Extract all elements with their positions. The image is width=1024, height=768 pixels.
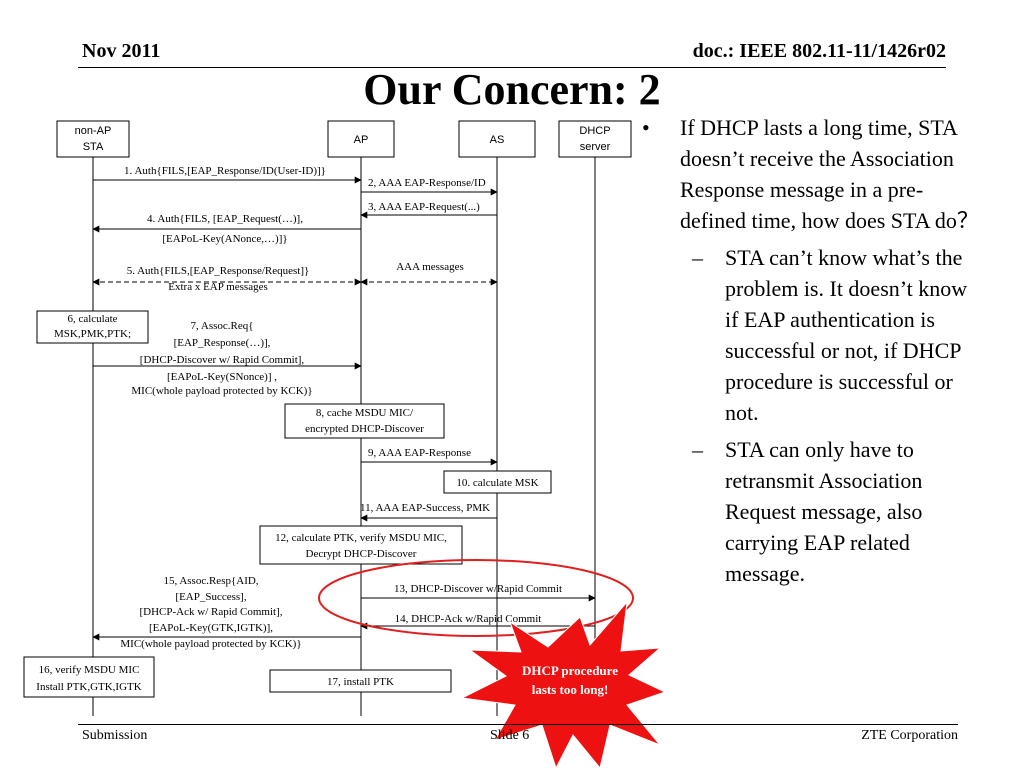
entity-label-sta: non-AP <box>75 125 112 137</box>
bullet-main: • If DHCP lasts a long time, STA doesn’t… <box>642 115 979 233</box>
message-label-m5b: AAA messages <box>396 261 464 273</box>
step-label-b10: 10. calculate MSK <box>456 477 538 489</box>
sub-bullet-1: – STA can’t know what’s the problem is. … <box>692 245 968 425</box>
highlight-ellipse <box>318 559 634 637</box>
step-label-b8: 8, cache MSDU MIC/ <box>316 407 414 419</box>
step-box-b16 <box>23 656 155 698</box>
callout-line-1: DHCP procedure <box>522 663 618 678</box>
message-label-m7: [EAP_Response(…)], <box>174 337 271 349</box>
message-label-m14: 14, DHCP-Ack w/Rapid Commit <box>395 613 542 625</box>
message-label-m15: [DHCP-Ack w/ Rapid Commit], <box>140 606 283 618</box>
footer-rule <box>78 724 958 725</box>
entity-label-sta: STA <box>83 141 104 153</box>
sequence-diagram: non-AP STA AP AS DHCP server 1. Auth{FILS,[EAP… <box>23 120 634 716</box>
sub-bullet-2-text: STA can only have to retransmit Associat… <box>725 437 923 586</box>
entity-box-sta <box>56 120 130 158</box>
step-box-b10 <box>443 470 552 494</box>
entity-label-dhcp: server <box>580 141 611 153</box>
message-label-m7: [DHCP-Discover w/ Rapid Commit], <box>140 354 305 366</box>
message-label-m5: Extra x EAP messages <box>168 281 268 293</box>
message-label-m4: [EAPoL-Key(ANonce,…)]} <box>162 233 287 245</box>
sub-bullet-2: – STA can only have to retransmit Associ… <box>692 437 923 586</box>
step-box-b8 <box>284 403 445 439</box>
entity-label-as: AS <box>490 134 505 146</box>
bullet-list: • If DHCP lasts a long time, STA doesn’t… <box>640 112 985 589</box>
step-label-b8: encrypted DHCP-Discover <box>305 423 424 435</box>
entity-label-dhcp: DHCP <box>579 125 610 137</box>
header-rule <box>78 67 946 68</box>
message-label-m1: 1. Auth{FILS,[EAP_Response/ID(User-ID)]} <box>124 165 326 177</box>
step-box-b12 <box>259 525 463 565</box>
message-label-m15: [EAP_Success], <box>175 591 246 603</box>
step-label-b17: 17, install PTK <box>327 676 394 688</box>
message-label-m13: 13, DHCP-Discover w/Rapid Commit <box>394 583 562 595</box>
slide-title: Our Concern: 2 <box>363 65 661 114</box>
callout-line-2: lasts too long! <box>532 682 609 697</box>
step-box-b6 <box>36 310 149 344</box>
step-label-b16: Install PTK,GTK,IGTK <box>36 681 141 693</box>
starburst-shape <box>460 600 667 768</box>
step-label-b6: MSK,PMK,PTK; <box>54 328 131 340</box>
message-label-m15: [EAPoL-Key(GTK,IGTK)], <box>149 622 273 634</box>
message-label-m7: MIC(whole payload protected by KCK)} <box>131 385 312 397</box>
footer-slide-number: Slide 6 <box>490 728 530 743</box>
header-date: Nov 2011 <box>82 40 161 62</box>
footer-company: ZTE Corporation <box>861 728 958 743</box>
message-label-m2: 2, AAA EAP-Response/ID <box>368 177 486 189</box>
entity-box-as <box>458 120 536 158</box>
entity-label-ap: AP <box>354 134 369 146</box>
message-label-m11: 11, AAA EAP-Success, PMK <box>360 502 490 514</box>
message-label-m9: 9, AAA EAP-Response <box>368 447 471 459</box>
step-label-b12: 12, calculate PTK, verify MSDU MIC, <box>275 532 447 544</box>
sub-bullet-1-text: STA can’t know what’s the problem is. It… <box>725 245 968 425</box>
message-label-m3: 3, AAA EAP-Request(...) <box>368 201 480 213</box>
step-label-b12: Decrypt DHCP-Discover <box>306 548 417 560</box>
message-label-m7: 7, Assoc.Req{ <box>190 320 253 332</box>
step-label-b6: 6, calculate <box>67 313 117 325</box>
footer-submission: Submission <box>82 728 148 743</box>
entity-box-ap <box>327 120 395 158</box>
step-label-b16: 16, verify MSDU MIC <box>39 664 140 676</box>
entity-box-dhcp <box>558 120 632 158</box>
message-label-m15: MIC(whole payload protected by KCK)} <box>120 638 301 650</box>
message-label-m7: [EAPoL-Key(SNonce)] , <box>167 371 277 383</box>
message-label-m4: 4. Auth{FILS, [EAP_Request(…)], <box>147 213 303 225</box>
message-label-m5: 5. Auth{FILS,[EAP_Response/Request]} <box>127 265 310 277</box>
header-doc-id: doc.: IEEE 802.11-11/1426r02 <box>692 40 946 62</box>
bullet-main-text: If DHCP lasts a long time, STA doesn’t r… <box>680 115 979 233</box>
step-box-b17 <box>269 669 452 693</box>
message-label-m15: 15, Assoc.Resp{AID, <box>163 575 258 587</box>
